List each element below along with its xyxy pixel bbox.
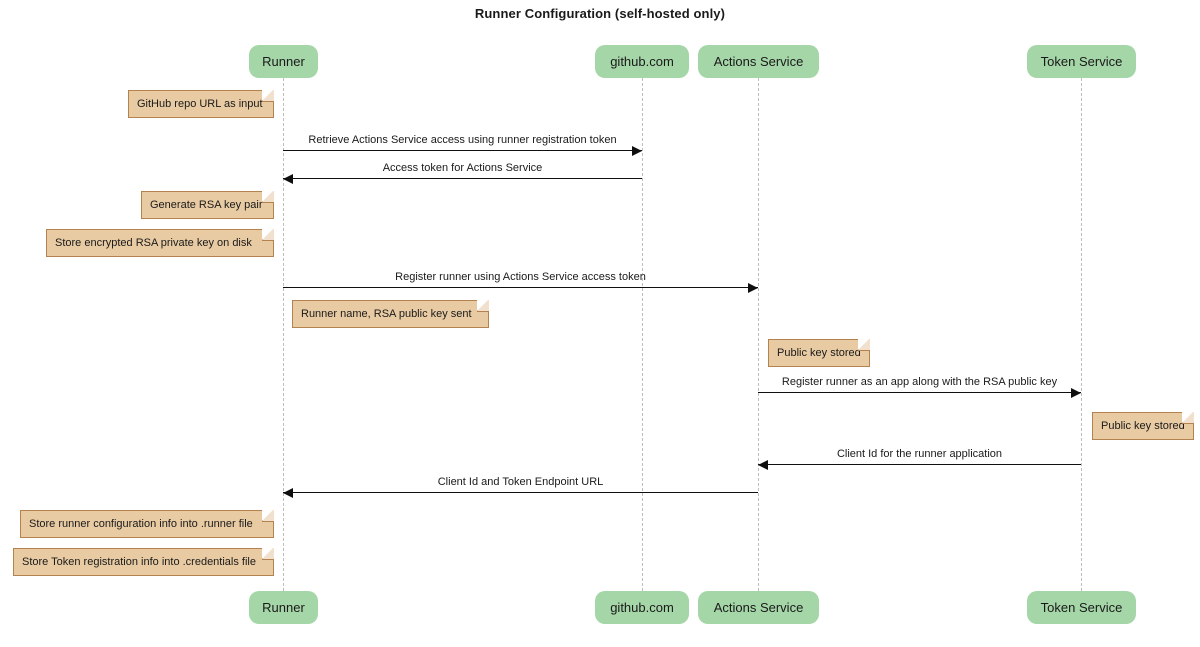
note-n4: Runner name, RSA public key sent bbox=[292, 299, 489, 328]
note-text: Public key stored bbox=[1101, 420, 1185, 432]
participant-actions-bottom[interactable]: Actions Service bbox=[698, 591, 819, 624]
lifeline-actions bbox=[758, 78, 759, 591]
message-label-m3: Register runner using Actions Service ac… bbox=[395, 271, 646, 283]
message-arrowhead-m4 bbox=[1071, 388, 1081, 398]
message-line-m3 bbox=[283, 287, 758, 288]
participant-label: github.com bbox=[610, 54, 674, 69]
participant-github-top[interactable]: github.com bbox=[595, 45, 689, 78]
participant-label: Token Service bbox=[1040, 54, 1123, 69]
message-line-m6 bbox=[283, 492, 758, 493]
note-fold-corner-icon bbox=[262, 228, 274, 241]
participant-runner-bottom[interactable]: Runner bbox=[249, 591, 318, 624]
note-fold-corner-icon bbox=[1182, 411, 1194, 424]
message-line-m2 bbox=[283, 178, 642, 179]
note-text: Store Token registration info into .cred… bbox=[22, 556, 256, 568]
note-n1: GitHub repo URL as input bbox=[128, 89, 274, 118]
note-n2: Generate RSA key pair bbox=[141, 190, 274, 219]
message-arrowhead-m1 bbox=[632, 146, 642, 156]
message-label-m2: Access token for Actions Service bbox=[382, 162, 543, 174]
note-n5: Public key stored bbox=[768, 338, 870, 367]
note-n6: Public key stored bbox=[1092, 411, 1194, 440]
page-title: Runner Configuration (self-hosted only) bbox=[474, 6, 726, 21]
note-n3: Store encrypted RSA private key on disk bbox=[46, 228, 274, 257]
participant-label: Runner bbox=[262, 600, 305, 615]
note-text: Public key stored bbox=[777, 347, 861, 359]
message-label-m6: Client Id and Token Endpoint URL bbox=[437, 476, 604, 488]
participant-label: Actions Service bbox=[713, 54, 804, 69]
message-label-m5: Client Id for the runner application bbox=[836, 448, 1003, 460]
note-text: Generate RSA key pair bbox=[150, 199, 263, 211]
participant-label: Actions Service bbox=[713, 600, 804, 615]
note-text: Runner name, RSA public key sent bbox=[301, 308, 472, 320]
note-fold-corner-icon bbox=[858, 338, 870, 351]
note-n7: Store runner configuration info into .ru… bbox=[20, 509, 274, 538]
note-text: Store encrypted RSA private key on disk bbox=[55, 237, 252, 249]
participant-runner-top[interactable]: Runner bbox=[249, 45, 318, 78]
note-fold-corner-icon bbox=[262, 89, 274, 102]
message-label-m1: Retrieve Actions Service access using ru… bbox=[308, 134, 617, 146]
message-arrowhead-m2 bbox=[283, 174, 293, 184]
note-fold-corner-icon bbox=[477, 299, 489, 312]
participant-actions-top[interactable]: Actions Service bbox=[698, 45, 819, 78]
lifeline-runner bbox=[283, 78, 284, 591]
participant-token-top[interactable]: Token Service bbox=[1027, 45, 1136, 78]
note-fold-corner-icon bbox=[262, 190, 274, 203]
message-line-m1 bbox=[283, 150, 642, 151]
lifeline-token bbox=[1081, 78, 1082, 591]
lifeline-github bbox=[642, 78, 643, 591]
note-text: Store runner configuration info into .ru… bbox=[29, 518, 253, 530]
note-text: GitHub repo URL as input bbox=[137, 98, 263, 110]
note-fold-corner-icon bbox=[262, 509, 274, 522]
participant-label: Token Service bbox=[1040, 600, 1123, 615]
message-arrowhead-m5 bbox=[758, 460, 768, 470]
message-line-m4 bbox=[758, 392, 1081, 393]
participant-label: Runner bbox=[262, 54, 305, 69]
message-arrowhead-m6 bbox=[283, 488, 293, 498]
message-line-m5 bbox=[758, 464, 1081, 465]
message-arrowhead-m3 bbox=[748, 283, 758, 293]
participant-token-bottom[interactable]: Token Service bbox=[1027, 591, 1136, 624]
note-n8: Store Token registration info into .cred… bbox=[13, 547, 274, 576]
participant-github-bottom[interactable]: github.com bbox=[595, 591, 689, 624]
participant-label: github.com bbox=[610, 600, 674, 615]
message-label-m4: Register runner as an app along with the… bbox=[781, 376, 1058, 388]
note-fold-corner-icon bbox=[262, 547, 274, 560]
